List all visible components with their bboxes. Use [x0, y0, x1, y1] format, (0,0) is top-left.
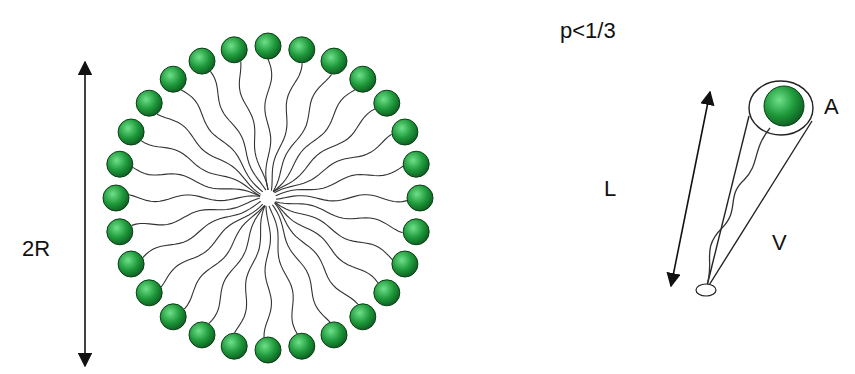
lipid-head — [221, 333, 247, 359]
cone-molecule — [696, 81, 813, 296]
lipid-tail — [143, 201, 261, 258]
lipid-tail — [265, 59, 272, 190]
lipid-tail — [273, 109, 375, 192]
lipid-tail — [235, 206, 266, 333]
lipid-tail — [275, 202, 393, 260]
lipid-tail — [239, 62, 268, 190]
lipid-head — [350, 66, 376, 92]
lipid-head — [136, 280, 162, 306]
lipid-head — [403, 151, 429, 177]
lipid-head — [189, 48, 215, 74]
length-label: L — [604, 178, 616, 200]
diameter-arrow — [84, 62, 86, 366]
lipid-head — [160, 66, 186, 92]
length-arrow — [671, 92, 710, 286]
lipid-tail — [275, 202, 378, 283]
lipid-head — [107, 219, 133, 245]
diameter-label: 2R — [22, 238, 50, 260]
lipid-tail — [264, 206, 272, 337]
lipid-tail — [129, 195, 260, 202]
volume-label: V — [772, 232, 787, 254]
cone-apex — [696, 284, 716, 296]
lipid-head — [321, 48, 347, 74]
lipid-head — [103, 185, 129, 211]
lipid-tail — [269, 206, 297, 334]
lipid-head — [289, 37, 315, 63]
area-label: A — [824, 96, 839, 118]
lipid-head — [255, 33, 281, 59]
lipid-head — [289, 333, 315, 359]
lipid-head — [118, 119, 144, 145]
packing-parameter: p<1/3 — [560, 20, 616, 42]
lipid-head — [189, 322, 215, 348]
lipid-tail — [133, 167, 261, 196]
lipid-heads — [103, 33, 433, 363]
lipid-tail — [275, 203, 358, 304]
lipid-head — [107, 151, 133, 177]
lipid-head — [321, 322, 347, 348]
lipid-head — [392, 119, 418, 145]
lipid-head — [350, 304, 376, 330]
lipid-tail — [141, 141, 260, 196]
cone-head — [764, 86, 804, 126]
lipid-tail — [272, 205, 330, 323]
lipid-head — [221, 37, 247, 63]
lipid-tail — [132, 198, 260, 225]
lipid-head — [374, 90, 400, 116]
lipid-head — [136, 90, 162, 116]
cone-top — [749, 81, 813, 135]
lipid-head — [255, 337, 281, 363]
lipid-tail — [210, 71, 266, 190]
lipid-tail — [209, 206, 265, 324]
lipid-head — [407, 185, 433, 211]
cone-edge — [706, 116, 749, 290]
lipid-tail — [276, 166, 404, 196]
lipid-head — [374, 280, 400, 306]
lipid-head — [118, 251, 144, 277]
cone-edge — [706, 121, 812, 290]
cone-tail — [706, 128, 770, 288]
lipid-head — [392, 251, 418, 277]
lipid-tail — [181, 90, 263, 192]
lipid-tail — [271, 63, 302, 190]
lipid-head — [160, 304, 186, 330]
lipid-head — [403, 219, 429, 245]
lipid-tail — [157, 114, 261, 194]
lipid-tail — [275, 202, 402, 233]
lipid-tails — [129, 59, 407, 337]
lipid-tail — [276, 195, 407, 202]
lipid-tail — [161, 204, 263, 287]
lipid-tail — [273, 74, 332, 191]
lipid-tail — [273, 90, 355, 192]
